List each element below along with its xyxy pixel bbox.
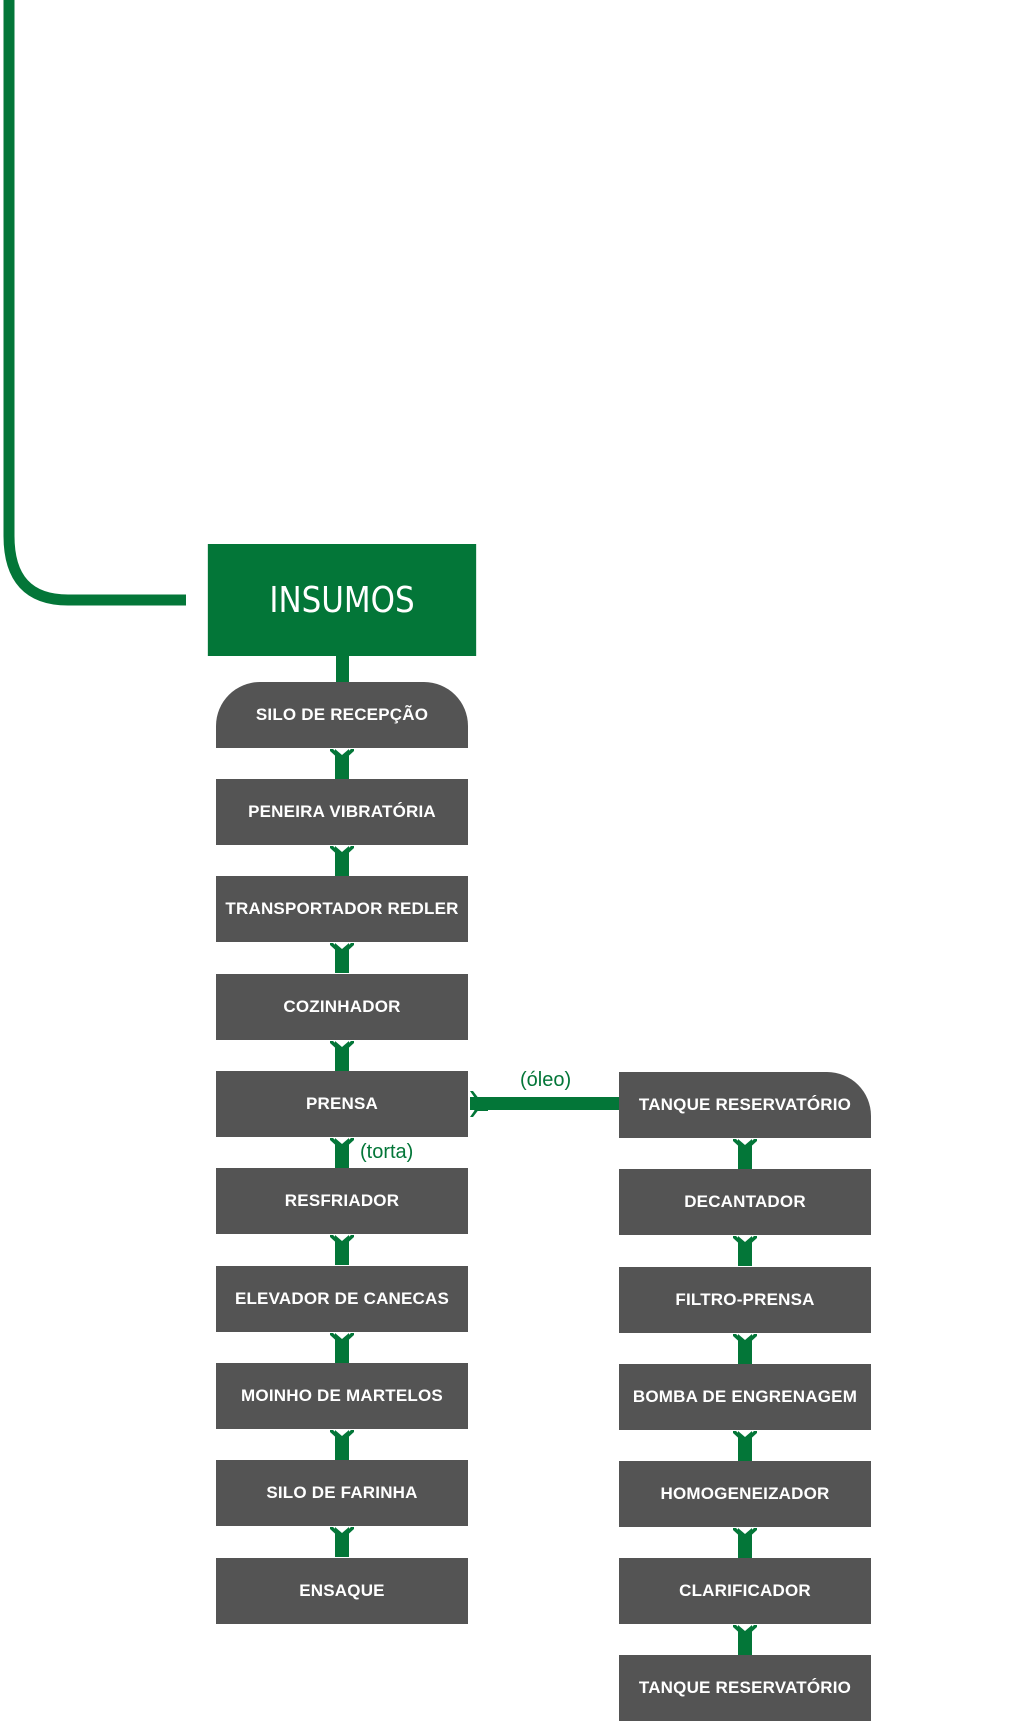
node-tanque-reservatorio-bottom: TANQUE RESERVATÓRIO [619,1655,871,1721]
node-transportador-redler: TRANSPORTADOR REDLER [216,876,468,942]
insumos-node: INSUMOS [207,544,477,656]
insumos-stem-connector [336,656,349,682]
down-arrow-icon [330,749,354,779]
node-label: BOMBA DE ENGRENAGEM [632,1387,858,1406]
node-bomba-de-engrenagem: BOMBA DE ENGRENAGEM [619,1364,871,1430]
node-label: MOINHO DE MARTELOS [241,1386,443,1405]
node-label: CLARIFICADOR [679,1581,811,1600]
down-arrow-icon [330,1430,354,1460]
node-label: PENEIRA VIBRATÓRIA [248,802,436,821]
cake-branch-label: (torta) [360,1141,414,1163]
oil-branch-label: (óleo) [520,1069,572,1091]
node-label: PRENSA [305,1094,379,1113]
node-decantador: DECANTADOR [619,1169,871,1235]
node-label: ELEVADOR DE CANECAS [234,1289,450,1308]
node-label: RESFRIADOR [284,1191,400,1210]
down-arrow-icon [330,943,354,973]
insumos-label: INSUMOS [269,579,415,621]
node-ensaque: ENSAQUE [216,1558,468,1624]
down-arrow-icon [330,1235,354,1265]
node-silo-de-recepcao: SILO DE RECEPÇÃO [216,682,468,748]
node-peneira-vibratoria: PENEIRA VIBRATÓRIA [216,779,468,845]
down-arrow-icon [330,1138,354,1168]
down-arrow-icon [733,1236,757,1266]
node-label: HOMOGENEIZADOR [660,1484,830,1503]
node-label: DECANTADOR [684,1192,806,1211]
down-arrow-icon [733,1334,757,1364]
node-label: SILO DE RECEPÇÃO [255,705,429,724]
node-elevador-de-canecas: ELEVADOR DE CANECAS [216,1266,468,1332]
node-moinho-de-martelos: MOINHO DE MARTELOS [216,1363,468,1429]
down-arrow-icon [330,1527,354,1557]
node-homogeneizador: HOMOGENEIZADOR [619,1461,871,1527]
node-clarificador: CLARIFICADOR [619,1558,871,1624]
down-arrow-icon [733,1625,757,1655]
node-label: TANQUE RESERVATÓRIO [638,1678,852,1697]
down-arrow-icon [330,1041,354,1071]
down-arrow-icon [733,1139,757,1169]
node-label: SILO DE FARINHA [266,1483,418,1502]
node-cozinhador: COZINHADOR [216,974,468,1040]
down-arrow-icon [733,1528,757,1558]
node-prensa: PRENSA [216,1071,468,1137]
node-label: ENSAQUE [299,1581,385,1600]
down-arrow-icon [330,846,354,876]
node-label: FILTRO-PRENSA [675,1290,815,1309]
down-arrow-icon [733,1431,757,1461]
left-arrow-icon [470,1091,488,1117]
node-label: COZINHADOR [283,997,401,1016]
node-filtro-prensa: FILTRO-PRENSA [619,1267,871,1333]
node-resfriador: RESFRIADOR [216,1168,468,1234]
node-label: TANQUE RESERVATÓRIO [638,1095,852,1114]
down-arrow-icon [330,1333,354,1363]
node-label: TRANSPORTADOR REDLER [225,899,459,918]
node-tanque-reservatorio-top: TANQUE RESERVATÓRIO [619,1072,871,1138]
node-silo-de-farinha: SILO DE FARINHA [216,1460,468,1526]
oil-branch-connector [470,1097,620,1110]
